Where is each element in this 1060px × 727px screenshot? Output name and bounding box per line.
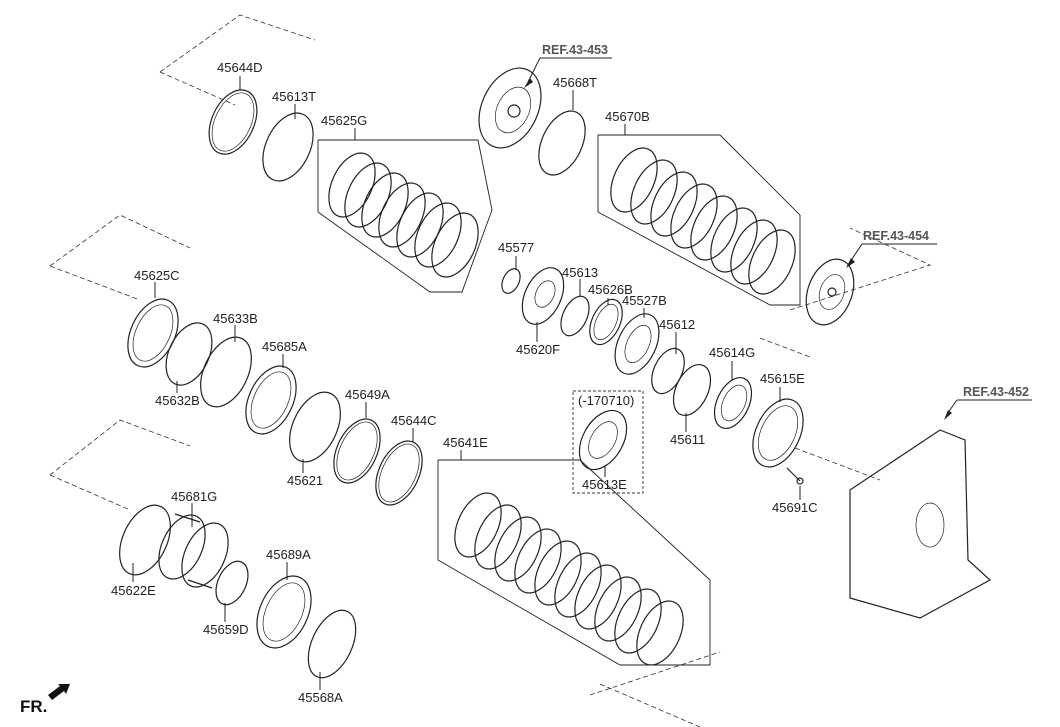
part-45644D-drawing[interactable] [200, 76, 267, 162]
label-45577[interactable]: 45577 [498, 240, 534, 255]
part-ref-43-453-drawing[interactable] [467, 57, 612, 158]
ref-43-452-label[interactable]: REF.43-452 [963, 385, 1029, 399]
part-45691C-drawing[interactable] [786, 467, 804, 500]
part-45632B-drawing[interactable] [157, 316, 221, 393]
part-45614G-drawing[interactable] [707, 361, 759, 434]
front-direction-label: FR. [20, 697, 47, 716]
label-45668T[interactable]: 45668T [553, 75, 597, 90]
label-45659D[interactable]: 45659D [203, 622, 249, 637]
variant-box-170710 [572, 390, 644, 494]
label-45633B[interactable]: 45633B [213, 311, 258, 326]
part-45613E-drawing[interactable] [570, 402, 637, 477]
part-45613-drawing[interactable] [555, 279, 595, 340]
label-45614G[interactable]: 45614G [709, 345, 755, 360]
group-box-45670B [597, 134, 801, 306]
front-direction-arrow-icon [48, 684, 70, 700]
label-45620F[interactable]: 45620F [516, 342, 560, 357]
ref-43-453-label[interactable]: REF.43-453 [542, 43, 608, 57]
part-45625G-drawing[interactable] [320, 128, 488, 284]
part-45612-drawing[interactable] [645, 332, 691, 399]
label-45622E[interactable]: 45622E [111, 583, 156, 598]
ref-43-454-label[interactable]: REF.43-454 [863, 229, 929, 243]
label-45689A[interactable]: 45689A [266, 547, 311, 562]
label-45621[interactable]: 45621 [287, 473, 323, 488]
label-45612[interactable]: 45612 [659, 317, 695, 332]
label-45644C[interactable]: 45644C [391, 413, 437, 428]
label-45613E[interactable]: 45613E [582, 477, 627, 492]
part-45644C-drawing[interactable] [367, 428, 432, 512]
label-45670B[interactable]: 45670B [605, 109, 650, 124]
part-45626B-drawing[interactable] [583, 294, 629, 349]
label-45641E[interactable]: 45641E [443, 435, 488, 450]
part-ref-43-454-drawing[interactable] [798, 243, 937, 331]
part-45568A-drawing[interactable] [299, 603, 366, 690]
label-45691C[interactable]: 45691C [772, 500, 818, 515]
part-ref-43-452-drawing[interactable] [794, 399, 1032, 619]
label-45625C[interactable]: 45625C [134, 268, 180, 283]
part-45668T-drawing[interactable] [530, 90, 595, 182]
group-box-45625G [317, 139, 493, 293]
part-45659D-drawing[interactable] [210, 556, 255, 622]
label-45527B[interactable]: 45527B [622, 293, 667, 308]
part-45613T-drawing[interactable] [253, 104, 323, 189]
part-45685A-drawing[interactable] [236, 354, 306, 442]
variant-note: (-170710) [578, 393, 634, 408]
label-45632B[interactable]: 45632B [155, 393, 200, 408]
part-45622E-drawing[interactable] [109, 497, 180, 583]
part-45670B-drawing[interactable] [602, 124, 805, 301]
part-45621-drawing[interactable] [279, 384, 350, 473]
group-box-45641E [437, 459, 711, 666]
part-45681G-drawing[interactable] [150, 503, 238, 594]
label-45615E[interactable]: 45615E [760, 371, 805, 386]
label-45626B[interactable]: 45626B [588, 282, 633, 297]
label-45649A[interactable]: 45649A [345, 387, 390, 402]
part-45611-drawing[interactable] [666, 359, 718, 432]
part-45620F-drawing[interactable] [514, 261, 572, 342]
label-45613[interactable]: 45613 [562, 265, 598, 280]
label-45625G[interactable]: 45625G [321, 113, 367, 128]
label-45685A[interactable]: 45685A [262, 339, 307, 354]
part-45649A-drawing[interactable] [325, 402, 390, 490]
part-45633B-drawing[interactable] [190, 325, 261, 415]
part-45577-drawing[interactable] [498, 256, 523, 296]
part-45527B-drawing[interactable] [606, 307, 667, 381]
label-45611[interactable]: 45611 [670, 432, 705, 447]
part-45641E-drawing[interactable] [446, 450, 693, 672]
label-45681G[interactable]: 45681G [171, 489, 217, 504]
label-45644D[interactable]: 45644D [217, 60, 263, 75]
label-45568A[interactable]: 45568A [298, 690, 343, 705]
part-45689A-drawing[interactable] [246, 562, 322, 657]
label-45613T[interactable]: 45613T [272, 89, 316, 104]
part-45615E-drawing[interactable] [743, 387, 813, 475]
